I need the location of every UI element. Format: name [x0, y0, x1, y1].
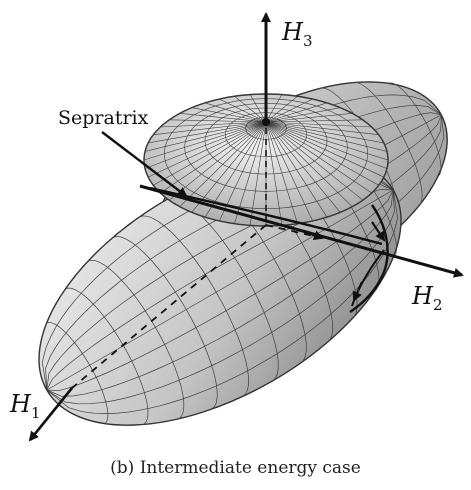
top-cap-dome [143, 93, 389, 227]
figure-caption: (b) Intermediate energy case [110, 458, 361, 478]
h3-label: H3 [281, 18, 312, 50]
separatrix-label: Sepratrix [58, 107, 149, 129]
h1-axis [28, 224, 267, 442]
h2-label: H2 [411, 282, 442, 314]
separatrix-pointer [101, 131, 188, 198]
h1-label: H1 [9, 390, 40, 422]
